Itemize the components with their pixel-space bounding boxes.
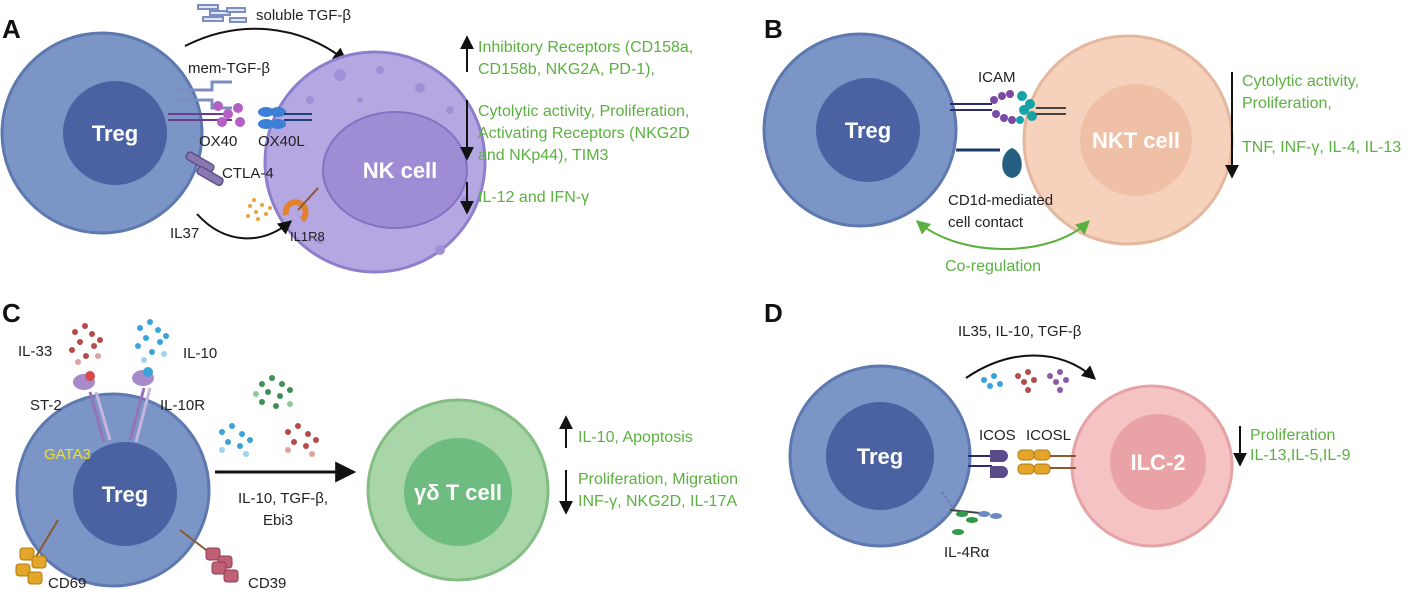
effect-a-2-line-0: IL-12 and IFN-γ — [478, 189, 589, 206]
panel-a-letter: A — [2, 14, 21, 44]
il4ra-receptor-icon — [941, 491, 1002, 535]
ox40-receptor-icon — [168, 101, 245, 127]
treg-d-label: Treg — [857, 444, 903, 469]
treg-b-label: Treg — [845, 118, 891, 143]
icos-label: ICOS — [979, 427, 1016, 444]
icam-receptor-icon — [950, 90, 1066, 124]
panel-c: C Treg GATA3 IL-33 IL-10 ST-2 — [2, 298, 738, 592]
cd39-icon — [179, 529, 239, 583]
soluble-tgf-label: soluble TGF-β — [256, 7, 351, 24]
cytokines-d-label: IL35, IL-10, TGF-β — [958, 323, 1082, 340]
il37-arrow — [196, 213, 293, 240]
ctla4-label: CTLA-4 — [222, 165, 274, 182]
effect-d-0-line-1: IL-13,IL-5,IL-9 — [1250, 447, 1351, 464]
il1r8-receptor-icon — [282, 187, 319, 223]
gdt-cell-label: γδ T cell — [414, 480, 502, 505]
cd1d-icon — [956, 148, 1022, 178]
nk-cell: NK cell — [263, 50, 487, 274]
il4ra-label: IL-4Rα — [944, 544, 990, 561]
treg-cell-a: Treg — [0, 31, 204, 235]
panel-b-letter: B — [764, 14, 783, 44]
tgf-arrow — [184, 27, 348, 62]
ox40l-ligand-icon — [258, 107, 312, 129]
effect-c-0-line-0: IL-10, Apoptosis — [578, 429, 693, 446]
il10r-receptor-icon — [128, 367, 154, 443]
tgf-particles-icon — [253, 375, 293, 409]
effect-c-1-line-0: Proliferation, Migration — [578, 471, 738, 488]
arrow-c-label-1: IL-10, TGF-β, — [238, 490, 328, 507]
nkt-cell: NKT cell — [1022, 34, 1234, 246]
cytokine-particles-d-icon — [981, 369, 1069, 393]
icam-label: ICAM — [978, 69, 1016, 86]
treg-a-label: Treg — [92, 121, 138, 146]
ilc2-cell: ILC-2 — [1070, 384, 1234, 548]
il1r8-label: IL1R8 — [290, 229, 325, 244]
coregulation-label: Co-regulation — [945, 258, 1041, 275]
soluble-tgf-icon — [197, 4, 247, 23]
panel-b: B NKT cell Treg ICAM CD1d-mediated cell … — [762, 14, 1401, 275]
nkt-cell-label: NKT cell — [1092, 128, 1180, 153]
il10-label-c: IL-10 — [183, 345, 217, 362]
cd69-icon — [15, 519, 59, 585]
effect-b-0-line-3: TNF, INF-γ, IL-4, IL-13 — [1242, 139, 1401, 156]
panel-d: D IL35, IL-10, TGF-β ILC-2 Treg ICOS — [764, 298, 1351, 561]
cd1d-label-2: cell contact — [948, 214, 1024, 231]
il37-label: IL37 — [170, 225, 199, 242]
icosl-ligand-icon — [1017, 449, 1076, 475]
st2-receptor-icon — [73, 371, 112, 443]
il37-particles-icon — [246, 198, 272, 221]
effect-a-0-line-1: CD158b, NKG2A, PD-1), — [478, 61, 655, 78]
effect-d-0-line-0: Proliferation — [1250, 427, 1335, 444]
il10-particles-cloud-icon — [219, 423, 253, 457]
treg-cell-d: Treg — [788, 364, 972, 548]
ilc2-cell-label: ILC-2 — [1131, 450, 1186, 475]
panel-c-letter: C — [2, 298, 21, 328]
cd39-label: CD39 — [248, 575, 286, 592]
coregulation-arrow — [915, 220, 1091, 250]
cd1d-label-1: CD1d-mediated — [948, 192, 1053, 209]
effect-a-0-line-0: Inhibitory Receptors (CD158a, — [478, 39, 693, 56]
effect-a-1-line-0: Cytolytic activity, Proliferation, — [478, 103, 689, 120]
effect-b-0-line-1: Proliferation, — [1242, 95, 1332, 112]
effect-a-1-line-2: and NKp44), TIM3 — [478, 147, 609, 164]
il33-label: IL-33 — [18, 343, 52, 360]
icos-receptor-icon — [968, 450, 1008, 478]
effect-b-0-line-0: Cytolytic activity, — [1242, 73, 1359, 90]
effect-c-1-line-1: INF-γ, NKG2D, IL-17A — [578, 493, 737, 510]
ebi3-particles-icon — [285, 423, 319, 457]
nk-cell-label: NK cell — [363, 158, 438, 183]
mem-tgf-label: mem-TGF-β — [188, 60, 270, 77]
cytokines-d-arrow — [965, 354, 1097, 380]
ox40l-label: OX40L — [258, 133, 305, 150]
icosl-label: ICOSL — [1026, 427, 1071, 444]
ox40-label: OX40 — [199, 133, 237, 150]
treg-c-label: Treg — [102, 482, 148, 507]
panel-d-letter: D — [764, 298, 783, 328]
st2-label: ST-2 — [30, 397, 62, 414]
ctla4-icon — [185, 151, 224, 187]
il10-particles-icon — [135, 319, 169, 363]
il33-particles-icon — [69, 323, 103, 365]
treg-cell-b: Treg — [762, 32, 958, 228]
panel-a: A soluble TGF-β NK cell Treg — [0, 4, 693, 274]
cd69-label: CD69 — [48, 575, 86, 592]
il10r-label: IL-10R — [160, 397, 205, 414]
gata3-label: GATA3 — [44, 446, 91, 463]
arrow-c-label-2: Ebi3 — [263, 512, 293, 529]
gdt-cell: γδ T cell — [366, 398, 550, 582]
effect-a-1-line-1: Activating Receptors (NKG2D — [478, 125, 690, 142]
treg-cell-c: Treg — [15, 392, 211, 588]
